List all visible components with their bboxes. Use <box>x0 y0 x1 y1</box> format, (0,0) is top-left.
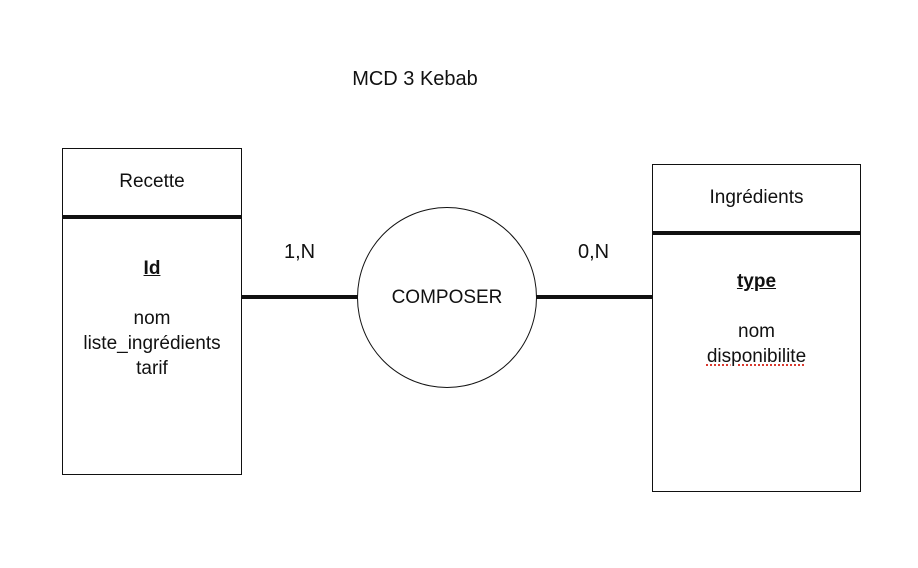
entity-ingredients-key: type <box>736 271 777 292</box>
entity-ingredients-header: Ingrédients <box>653 165 860 235</box>
entity-recette-name: Recette <box>119 171 185 192</box>
entity-recette-attribute: liste_ingrédients <box>83 333 221 354</box>
link-line-right <box>536 295 653 299</box>
entity-recette[interactable]: Recette Id nom liste_ingrédients tarif <box>62 148 242 475</box>
entity-recette-attributes: Id nom liste_ingrédients tarif <box>63 219 241 381</box>
entity-recette-header: Recette <box>63 149 241 219</box>
entity-recette-attribute: nom <box>133 308 171 329</box>
relation-name: COMPOSER <box>391 286 503 308</box>
spacer <box>63 281 241 306</box>
spellcheck-word: disponibilite <box>706 346 807 367</box>
entity-ingredients-attributes: type nom disponibilite <box>653 235 860 369</box>
spacer <box>653 294 860 319</box>
entity-ingredients-attribute: disponibilite <box>653 344 860 369</box>
entity-ingredients-attribute: nom <box>738 321 775 342</box>
entity-ingredients-name: Ingrédients <box>709 187 804 208</box>
entity-ingredients[interactable]: Ingrédients type nom disponibilite <box>652 164 861 492</box>
link-line-left <box>242 295 358 299</box>
entity-recette-attribute: tarif <box>136 358 168 379</box>
entity-recette-key: Id <box>143 258 161 279</box>
cardinality-left: 1,N <box>284 241 316 263</box>
relation-composer[interactable]: COMPOSER <box>357 207 537 388</box>
diagram-title: MCD 3 Kebab <box>352 68 478 90</box>
cardinality-right: 0,N <box>578 241 610 263</box>
